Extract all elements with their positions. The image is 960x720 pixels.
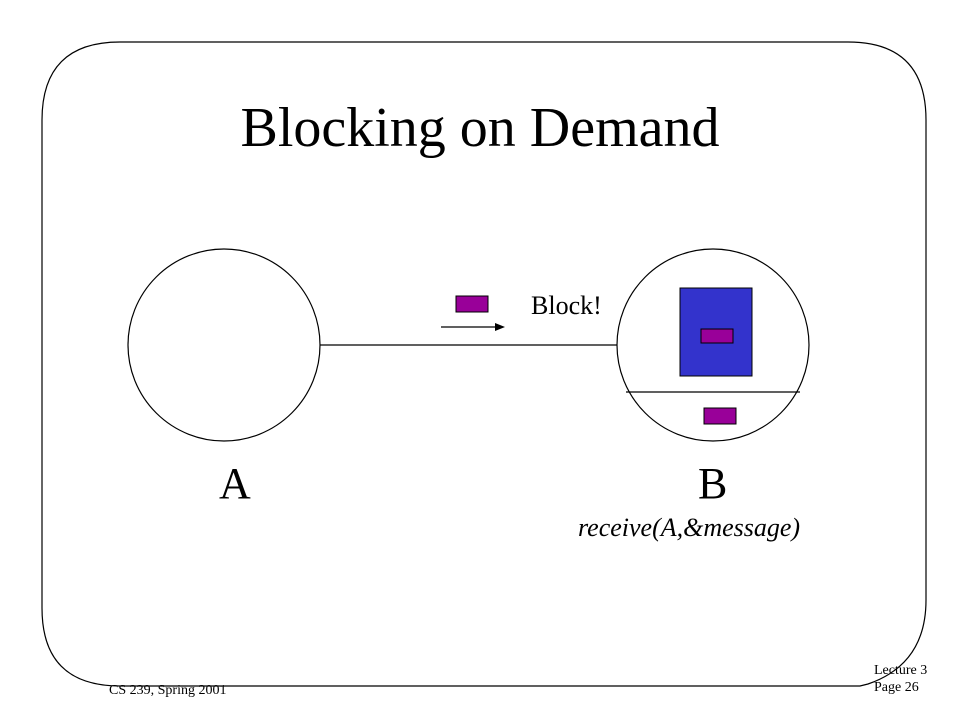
footer-lecture-page: Lecture 3 Page 26	[874, 662, 927, 696]
receive-buffer	[679, 287, 753, 377]
block-label: Block!	[531, 291, 602, 320]
slide-title: Blocking on Demand	[240, 97, 720, 159]
footer-page: Page 26	[874, 680, 919, 695]
transit-arrowhead	[495, 323, 505, 331]
buffered-message	[700, 328, 734, 344]
incoming-message-b	[703, 407, 737, 425]
process-b-label: B	[698, 459, 728, 508]
process-a-label: A	[219, 459, 251, 508]
process-a-circle	[127, 248, 321, 442]
receive-call-label: receive(A,&message)	[578, 513, 801, 542]
footer-lecture: Lecture 3	[874, 663, 928, 678]
footer-course: CS 239, Spring 2001	[109, 683, 227, 698]
message-in-transit	[455, 295, 489, 313]
slide-frame	[41, 41, 927, 687]
